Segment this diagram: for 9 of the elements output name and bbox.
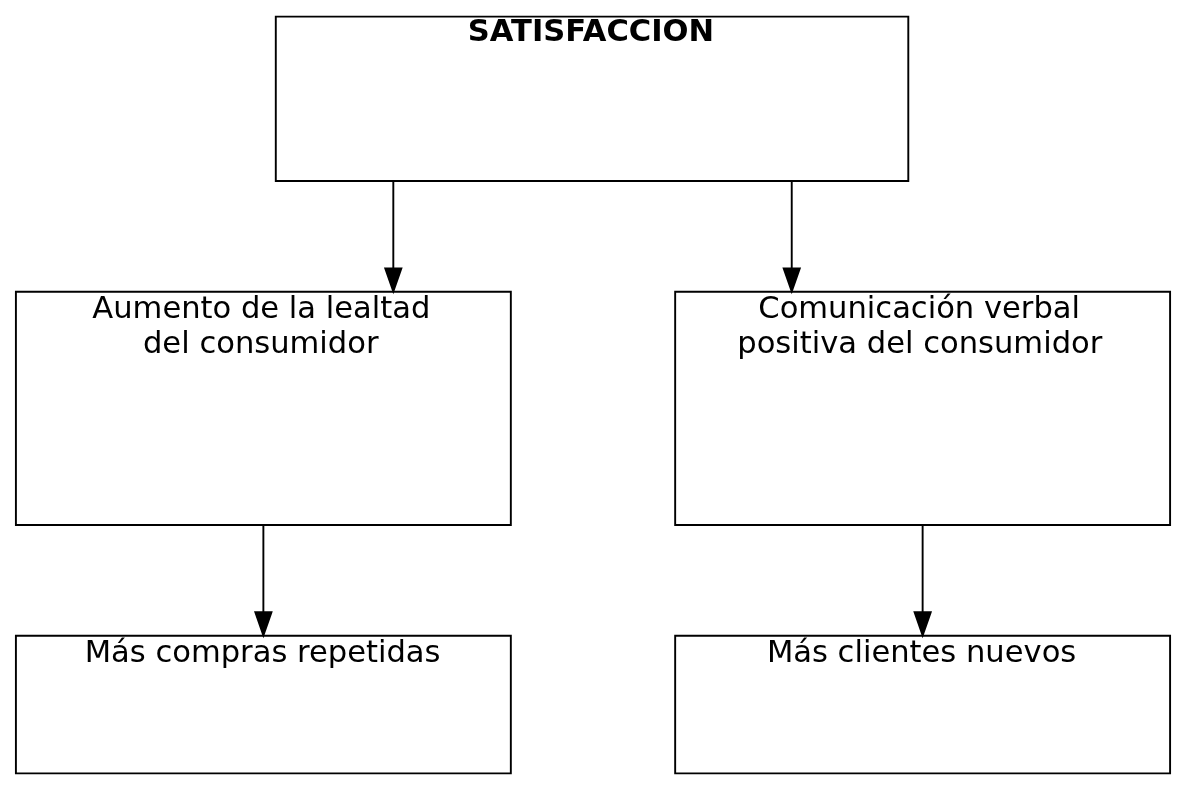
- arrow: [383, 180, 403, 294]
- node-box: Comunicación verbal positiva del consumidor: [674, 290, 1172, 526]
- node-box: Más compras repetidas: [14, 634, 512, 774]
- node-box: Más clientes nuevos: [674, 634, 1172, 774]
- arrow: [782, 180, 802, 294]
- node-box: SATISFACCION: [274, 15, 910, 182]
- node-box: Aumento de la lealtad del consumidor: [14, 290, 512, 526]
- arrow: [913, 524, 932, 638]
- arrow: [254, 524, 273, 638]
